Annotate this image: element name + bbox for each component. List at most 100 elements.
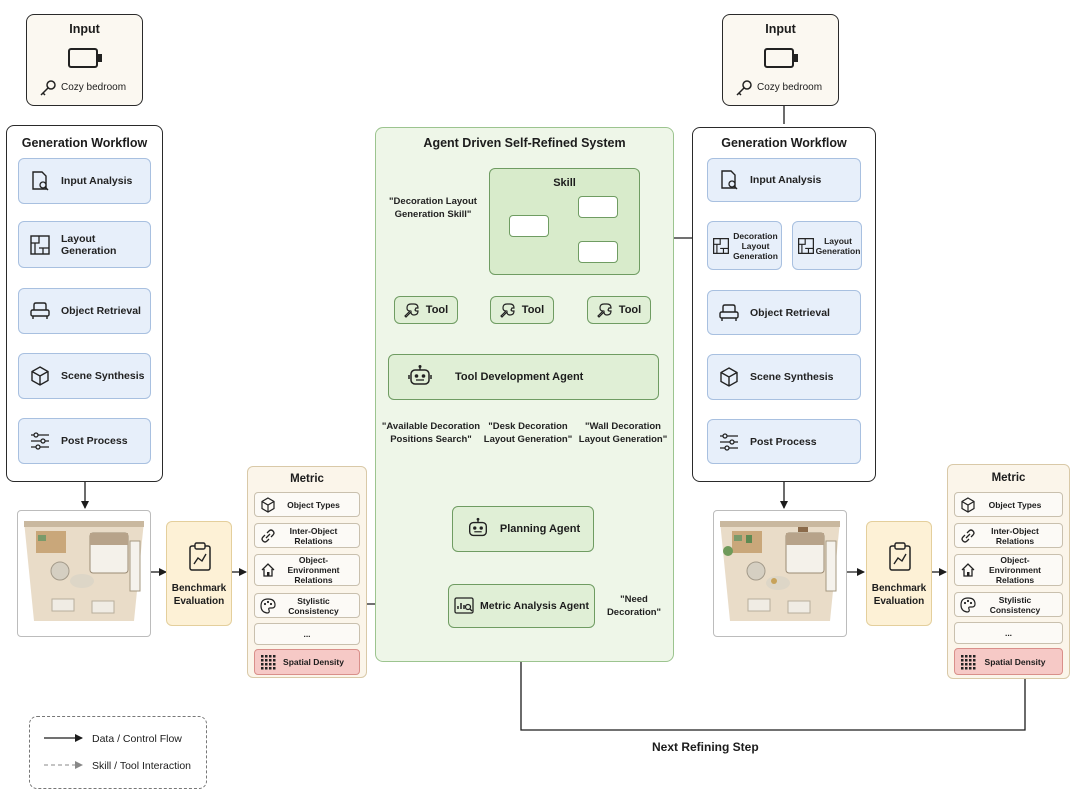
left-step-layout-generation[interactable]: Layout Generation: [18, 221, 151, 268]
right-metric-ellipsis: ...: [954, 622, 1063, 644]
cube-icon: [720, 367, 738, 387]
left-input-title: Input: [69, 22, 100, 36]
armchair-icon: [719, 303, 739, 321]
right-room-render: [713, 510, 847, 637]
planning-agent[interactable]: Planning Agent: [452, 506, 594, 552]
cube-icon: [261, 496, 275, 513]
left-metric-inter-object[interactable]: Inter-Object Relations: [254, 523, 360, 548]
right-metric-label: Inter-Object Relations: [991, 525, 1039, 546]
skill-node: [509, 215, 549, 237]
left-workflow-title: Generation Workflow: [21, 136, 148, 150]
left-step-input-analysis[interactable]: Input Analysis: [18, 158, 151, 204]
left-step-label: Scene Synthesis: [61, 370, 145, 382]
right-input-panel: Input Cozy bedroom: [722, 14, 839, 106]
tool-box-3[interactable]: Tool: [587, 296, 651, 324]
legend-solid-label: Data / Control Flow: [92, 733, 182, 745]
wrench-icon: [499, 303, 515, 318]
right-metric-spatial-density[interactable]: Spatial Density: [954, 648, 1063, 675]
left-step-object-retrieval[interactable]: Object Retrieval: [18, 288, 151, 334]
room-render-image: [24, 521, 144, 621]
clipboard-chart-icon: [189, 542, 211, 571]
right-metric-label: ...: [1004, 628, 1013, 638]
right-metric-label: Object Types: [988, 499, 1042, 510]
sub-quote-2: "Desk Decoration Layout Generation": [483, 421, 573, 445]
left-metric-stylistic[interactable]: Stylistic Consistency: [254, 593, 360, 618]
skill-quote: "Decoration Layout Generation Skill": [389, 196, 477, 220]
left-step-label: Object Retrieval: [61, 305, 141, 317]
document-search-icon: [721, 170, 738, 190]
armchair-icon: [30, 302, 50, 319]
right-metric-label: Stylistic Consistency: [989, 594, 1041, 615]
right-step-post-process[interactable]: Post Process: [707, 419, 861, 464]
right-benchmark-label: Benchmark Evaluation: [867, 582, 931, 608]
robot-icon: [408, 365, 432, 385]
need-decoration-quote: "Need Decoration": [606, 594, 662, 618]
key-icon: [40, 80, 56, 96]
document-search-icon: [32, 171, 49, 191]
right-step-object-retrieval[interactable]: Object Retrieval: [707, 290, 861, 335]
chart-analysis-icon: [454, 597, 474, 614]
agent-system-title: Agent Driven Self-Refined System: [423, 136, 626, 150]
sliders-icon: [720, 432, 738, 451]
right-step-input-analysis[interactable]: Input Analysis: [707, 158, 861, 202]
right-metric-inter-object[interactable]: Inter-Object Relations: [954, 523, 1063, 548]
right-benchmark-line1: Benchmark: [871, 583, 927, 594]
link-icon: [261, 528, 275, 543]
left-metric-label: Spatial Density: [283, 657, 344, 667]
left-metric-panel: Metric Object Types Inter-Object Relatio…: [247, 466, 367, 678]
right-step-layout-generation[interactable]: Layout Generation: [792, 221, 862, 270]
floorplan-icon: [30, 234, 50, 255]
right-metric-panel: Metric Object Types Inter-Object Relatio…: [947, 464, 1070, 679]
palette-icon: [960, 596, 976, 613]
right-metric-title: Metric: [991, 472, 1026, 484]
left-metric-ellipsis: ...: [254, 623, 360, 645]
right-benchmark-line2: Evaluation: [873, 596, 925, 607]
sub-quote-3: "Wall Decoration Layout Generation": [578, 421, 668, 445]
grid-dots-icon: [961, 654, 976, 669]
left-input-prompt: Cozy bedroom: [61, 82, 127, 93]
wrench-icon: [403, 303, 419, 318]
left-step-label: Input Analysis: [61, 175, 133, 187]
right-metric-object-environment[interactable]: Object-Environment Relations: [954, 554, 1063, 586]
left-metric-label: ...: [303, 629, 311, 639]
right-step-label: Decoration Layout Generation: [733, 230, 778, 261]
legend-box: Data / Control Flow Skill / Tool Interac…: [29, 716, 207, 789]
left-metric-label: Object Types: [287, 499, 340, 510]
right-metric-object-types[interactable]: Object Types: [954, 492, 1063, 517]
tool-development-agent[interactable]: Tool Development Agent: [388, 354, 659, 400]
robot-icon: [468, 517, 487, 537]
metric-analysis-agent[interactable]: Metric Analysis Agent: [448, 584, 595, 628]
left-metric-spatial-density[interactable]: Spatial Density: [254, 649, 360, 675]
left-benchmark-box[interactable]: Benchmark Evaluation: [166, 521, 232, 626]
right-metric-stylistic[interactable]: Stylistic Consistency: [954, 592, 1063, 617]
cube-icon: [961, 496, 975, 513]
skill-node: [578, 241, 618, 263]
left-room-render: [17, 510, 151, 637]
left-metric-object-types[interactable]: Object Types: [254, 492, 360, 517]
palette-icon: [260, 597, 276, 614]
tool-agent-label: Tool Development Agent: [455, 371, 584, 383]
tool-box-2[interactable]: Tool: [490, 296, 554, 324]
left-benchmark-label: Benchmark Evaluation: [167, 582, 231, 608]
right-benchmark-box[interactable]: Benchmark Evaluation: [866, 521, 932, 626]
left-step-scene-synthesis[interactable]: Scene Synthesis: [18, 353, 151, 399]
right-input-title: Input: [765, 22, 796, 36]
left-step-post-process[interactable]: Post Process: [18, 418, 151, 464]
tool-box-1[interactable]: Tool: [394, 296, 458, 324]
grid-dots-icon: [261, 655, 276, 670]
right-step-decoration-layout[interactable]: Decoration Layout Generation: [707, 221, 782, 270]
battery-icon: [764, 48, 798, 68]
clipboard-chart-icon: [889, 542, 911, 571]
link-icon: [961, 528, 975, 543]
sub-quote-1: "Available Decoration Positions Search": [381, 421, 481, 445]
left-metric-object-environment[interactable]: Object-Environment Relations: [254, 554, 360, 586]
left-metric-label: Inter-Object Relations: [289, 525, 338, 546]
left-benchmark-line2: Evaluation: [173, 596, 225, 607]
right-step-scene-synthesis[interactable]: Scene Synthesis: [707, 354, 861, 400]
skill-box[interactable]: Skill: [489, 168, 640, 275]
right-step-label: Layout Generation: [815, 235, 861, 256]
sliders-icon: [31, 432, 49, 450]
right-step-label: Object Retrieval: [750, 306, 830, 319]
left-metric-title: Metric: [290, 473, 324, 485]
tool-label: Tool: [521, 304, 545, 316]
